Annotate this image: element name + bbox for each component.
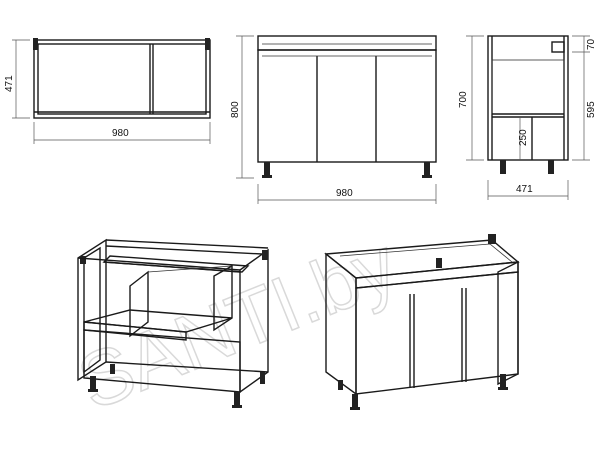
iso-right-leg-front — [234, 392, 240, 406]
front-height-label: 800 — [230, 101, 241, 118]
side-body-height-label: 595 — [586, 101, 597, 118]
iso-left-leg-front — [90, 376, 96, 390]
iso-closed-back-clip — [488, 234, 496, 244]
front-leg-right — [424, 162, 430, 176]
side-top-clip — [551, 41, 565, 53]
top-depth-label: 471 — [4, 75, 15, 92]
side-upper-compartment — [491, 59, 565, 115]
side-shelf-height-label: 250 — [518, 129, 529, 146]
top-view: 980 471 — [4, 38, 211, 144]
iso-closed-leg-left — [352, 394, 358, 408]
side-total-height-label: 700 — [458, 91, 469, 108]
front-leg-left — [264, 162, 270, 176]
top-view-bracket-left — [33, 38, 38, 50]
front-width-label: 980 — [336, 188, 353, 199]
iso-closed-front — [355, 271, 519, 395]
iso-closed-leg-right — [500, 374, 506, 388]
top-view-inner — [37, 43, 207, 115]
side-depth-label: 471 — [516, 184, 533, 195]
side-top-panel-label: 70 — [586, 38, 597, 50]
front-view: 800 980 — [230, 35, 437, 204]
iso-central-partition — [129, 270, 149, 338]
side-outline — [487, 35, 569, 161]
top-width-label: 980 — [112, 128, 129, 139]
top-view-bracket-right — [205, 38, 210, 50]
side-leg-left — [500, 160, 506, 174]
isometric-open-carcass — [77, 238, 269, 408]
front-top-panel — [257, 35, 437, 51]
front-body — [257, 49, 437, 163]
side-leg-right — [548, 160, 554, 174]
side-view: 700 70 595 250 471 — [458, 35, 597, 200]
isometric-closed-cabinet — [324, 234, 520, 410]
top-view-outline — [33, 39, 211, 119]
